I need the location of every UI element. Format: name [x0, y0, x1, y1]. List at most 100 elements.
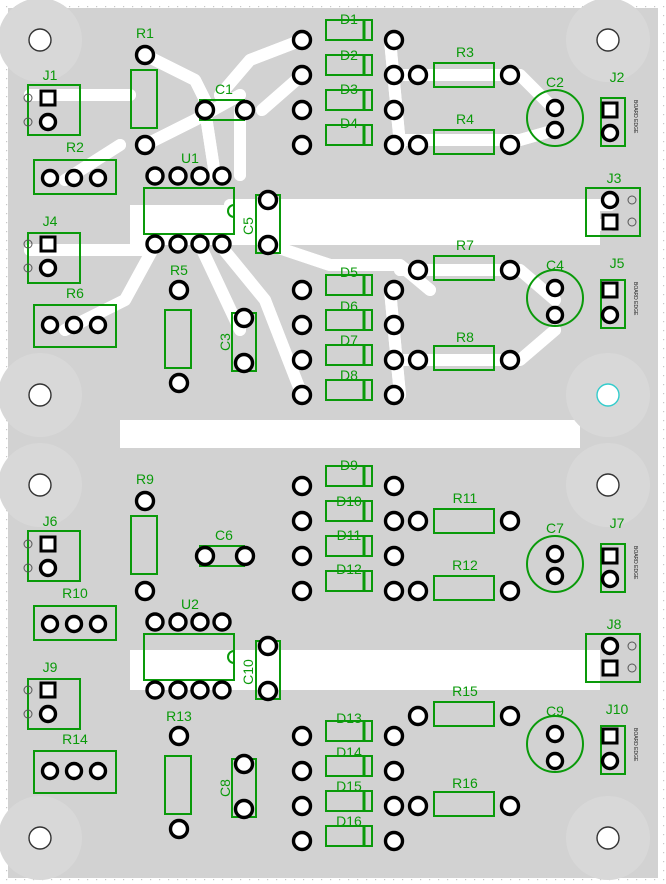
label-d11: D11	[337, 527, 362, 543]
pad	[145, 234, 165, 254]
pad	[383, 99, 405, 121]
pad	[40, 168, 60, 188]
mounting-hole-center	[596, 383, 620, 407]
pad	[383, 830, 405, 852]
component-outline	[433, 701, 495, 727]
label-d12: D12	[336, 561, 362, 577]
pad	[291, 475, 313, 497]
component-outline	[33, 304, 117, 348]
trace	[139, 89, 246, 151]
pad	[600, 751, 620, 771]
pad	[234, 99, 256, 121]
pad	[190, 234, 210, 254]
component-outline	[325, 379, 373, 401]
connector-pin	[23, 563, 33, 573]
component-outline	[433, 129, 495, 155]
label-d16: D16	[336, 813, 362, 829]
pad	[212, 612, 232, 632]
pad	[499, 349, 521, 371]
label-j2: J2	[610, 69, 625, 85]
component-outline	[433, 508, 495, 534]
label-r3: R3	[456, 44, 474, 60]
label-r6: R6	[66, 285, 84, 301]
component-outline	[325, 755, 373, 777]
label-r9: R9	[136, 471, 154, 487]
label-u1: U1	[181, 150, 199, 166]
pad	[233, 352, 255, 374]
label-r15: R15	[452, 683, 478, 699]
pad	[600, 636, 620, 656]
pad	[190, 166, 210, 186]
pad	[383, 314, 405, 336]
pad	[134, 490, 156, 512]
pad	[291, 545, 313, 567]
component-outline	[33, 159, 117, 195]
label-j8: J8	[607, 616, 622, 632]
label-r12: R12	[452, 557, 478, 573]
label-u2: U2	[181, 596, 199, 612]
pad	[88, 761, 108, 781]
component-outline	[325, 309, 373, 331]
connector-pin	[23, 539, 33, 549]
pad	[291, 134, 313, 156]
pad	[291, 99, 313, 121]
pad	[64, 761, 84, 781]
component-outline	[27, 84, 81, 136]
trace	[384, 34, 406, 151]
pad	[38, 704, 58, 724]
pad	[291, 830, 313, 852]
component-outline	[143, 633, 235, 681]
pad	[88, 168, 108, 188]
label-d4: D4	[340, 115, 358, 131]
pad	[233, 307, 255, 329]
pad	[499, 795, 521, 817]
pad	[383, 580, 405, 602]
mounting-hole-center	[596, 28, 620, 52]
square-pad	[39, 681, 57, 699]
pad	[383, 279, 405, 301]
label-d14: D14	[336, 744, 362, 760]
component-outline	[130, 69, 158, 129]
pad	[291, 64, 313, 86]
pad	[64, 614, 84, 634]
mounting-hole-center	[596, 826, 620, 850]
pour-gap-mid	[120, 420, 580, 448]
pad	[168, 372, 190, 394]
pad	[499, 510, 521, 532]
label-d8: D8	[340, 367, 358, 383]
pad	[40, 315, 60, 335]
pad	[40, 614, 60, 634]
component-outline	[600, 97, 626, 147]
pad	[383, 545, 405, 567]
pad	[194, 99, 216, 121]
label-r8: R8	[456, 329, 474, 345]
component-outline	[433, 345, 495, 371]
pad	[291, 314, 313, 336]
label-d10: D10	[336, 493, 362, 509]
component-outline	[325, 54, 373, 76]
label-c1: C1	[215, 81, 233, 97]
trace	[194, 239, 246, 336]
trace	[214, 239, 308, 401]
component-outline	[33, 605, 117, 641]
label-d15: D15	[336, 778, 362, 794]
capacitor-outline	[526, 535, 584, 593]
pad	[383, 725, 405, 747]
pad	[383, 349, 405, 371]
component-outline	[325, 124, 373, 146]
pad	[168, 234, 188, 254]
mounting-holes	[0, 0, 650, 880]
label-j5: J5	[610, 255, 625, 271]
pad	[600, 305, 620, 325]
mounting-hole-center	[28, 826, 52, 850]
component-outline	[143, 187, 235, 235]
component-outline	[600, 543, 626, 593]
pad	[194, 545, 216, 567]
pad	[407, 259, 429, 281]
label-d2: D2	[340, 47, 358, 63]
pad	[407, 705, 429, 727]
pad	[291, 760, 313, 782]
trace	[214, 34, 308, 101]
